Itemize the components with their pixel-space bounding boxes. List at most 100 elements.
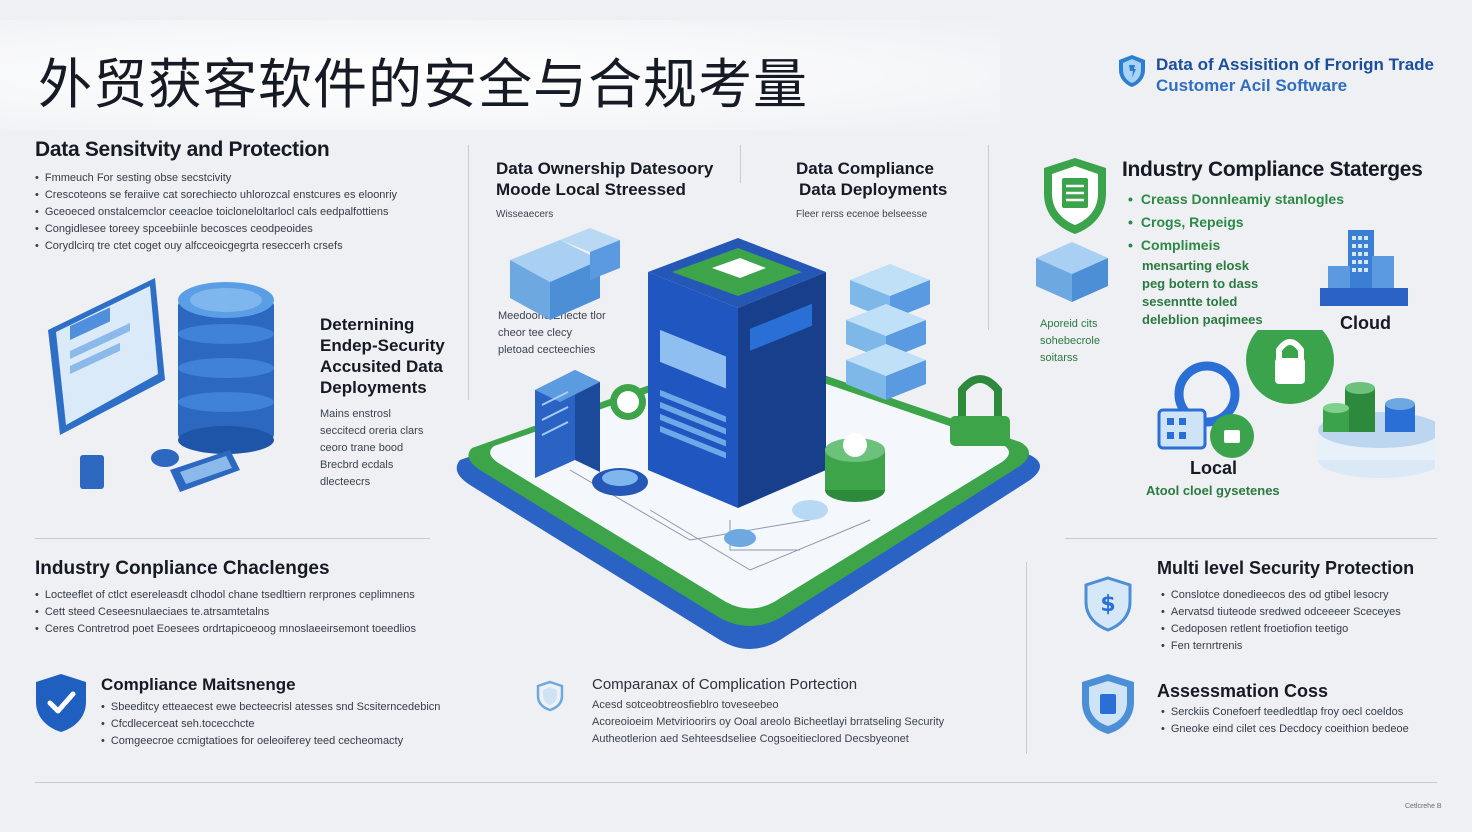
text-line: soitarss bbox=[1040, 352, 1078, 364]
brand-line-1: Data of Assisition of Frorign Trade bbox=[1156, 55, 1435, 74]
list-item: Fmmeuch For sesting obse secstcivity bbox=[35, 170, 465, 187]
city-building-icon bbox=[1320, 230, 1408, 306]
divider-vertical-2 bbox=[740, 145, 741, 183]
heading-line: Deternining bbox=[320, 315, 415, 334]
section-industry-challenges: Industry Conpliance Chaclenges Locteefle… bbox=[35, 558, 495, 638]
security-cluster-illustration bbox=[1157, 330, 1435, 478]
list-item: Locteeflet of ctlct esereleasdt clhodol … bbox=[35, 587, 495, 604]
outline-shield-icon bbox=[536, 680, 564, 712]
heading-line: Endep-Security bbox=[320, 336, 445, 355]
subtext: Fleer rerss ecenoe belseesse bbox=[796, 209, 928, 220]
list-item: Corydlcirq tre ctet coget ouy alfcceoicg… bbox=[35, 238, 465, 255]
list-item: Crescoteons se feraiive cat sorechiecto … bbox=[35, 187, 465, 204]
list-item: Conslotce donedieecos des od gtibel leso… bbox=[1161, 587, 1447, 604]
bullet-list: Sbeeditcy etteaecest ewe becteecrisl ate… bbox=[101, 699, 501, 750]
heading-line: Data Deployments bbox=[799, 180, 948, 199]
text-line: Mains enstrosl bbox=[320, 408, 391, 420]
green-padlock-icon bbox=[1246, 330, 1334, 404]
bullet-list: Locteeflet of ctlct esereleasdt clhodol … bbox=[35, 587, 495, 638]
section-determining: Deternining Endep-Security Accusited Dat… bbox=[320, 314, 445, 491]
list-item: Cedoposen retlent froetiofion teetigo bbox=[1161, 621, 1447, 638]
shield-icon bbox=[1119, 55, 1145, 87]
section-industry-strategies: Industry Compliance Staterges Creass Don… bbox=[1122, 158, 1423, 329]
text-line: ceoro trane bood bbox=[320, 442, 404, 454]
heading-line: Accusited Data bbox=[320, 357, 443, 376]
server-box-icon bbox=[1157, 408, 1207, 450]
section-compliance-maintenance: Compliance Maitsnenge Sbeeditcy etteaece… bbox=[101, 674, 501, 750]
divider-horizontal-2 bbox=[1065, 538, 1437, 539]
heading-line: Moode Local Streessed bbox=[496, 180, 686, 199]
text-line: sesenntte toled bbox=[1142, 294, 1238, 309]
text-line: seccitecd oreria clars bbox=[320, 425, 424, 437]
list-item: Complimeis bbox=[1128, 234, 1423, 257]
checkmark-shield-icon bbox=[36, 674, 86, 732]
bullet-list: Fmmeuch For sesting obse secstcivity Cre… bbox=[35, 170, 465, 255]
local-label: Local bbox=[1190, 458, 1238, 478]
disc-icon bbox=[724, 529, 756, 547]
database-illustration bbox=[48, 278, 274, 492]
monitor-icon bbox=[48, 278, 165, 435]
list-item: Crogs, Repeigs bbox=[1128, 211, 1423, 234]
text-line: sohebecrole bbox=[1040, 335, 1100, 347]
coin-stacks-icon bbox=[1318, 382, 1435, 478]
subtext: Wisseaecers bbox=[496, 209, 554, 220]
section-data-compliance: Data Compliance Data Deployments Fleer r… bbox=[796, 158, 947, 223]
text-line: Autheotlerion aed Sehteesdseliee Cogsoei… bbox=[592, 733, 909, 745]
side-note: Aporeid cits sohebecrole soitarss bbox=[1040, 316, 1100, 367]
section-data-sensitivity: Data Sensitvity and Protection Fmmeuch F… bbox=[35, 138, 465, 255]
section-heading: Industry Compliance Staterges bbox=[1122, 158, 1423, 181]
section-assessment: Assessmation Coss Serckiis Conefoerf tee… bbox=[1157, 681, 1447, 738]
list-item: Cfcdlecerceat seh.tocecchcte bbox=[101, 716, 501, 733]
list-item: Ceres Contretrod poet Eoesees ordrtapico… bbox=[35, 621, 495, 638]
list-item: Sbeeditcy etteaecest ewe becteecrisl ate… bbox=[101, 699, 501, 716]
ring-icon bbox=[1174, 361, 1240, 427]
section-heading: Assessmation Coss bbox=[1157, 681, 1329, 701]
list-item: Comgeecroe ccmigtatioes for oeleoiferey … bbox=[101, 733, 501, 750]
text-line: Acesd sotceobtreosfieblro toveseebeo bbox=[592, 699, 779, 711]
central-server-illustration bbox=[456, 228, 1041, 649]
cube-icon bbox=[510, 228, 620, 320]
text-line: dlecteecrs bbox=[320, 476, 371, 488]
list-item: Creass Donnleamiy stanlogles bbox=[1128, 188, 1423, 211]
text-line: deleblion paqimees bbox=[1142, 312, 1263, 327]
bullet-list: Serckiis Conefoerf teedledtlap froy oecl… bbox=[1157, 704, 1447, 738]
text-line: Aporeid cits bbox=[1040, 318, 1098, 330]
bullet-list: Creass Donnleamiy stanlogles Crogs, Repe… bbox=[1122, 188, 1423, 257]
section-data-ownership: Data Ownership Datesoory Moode Local Str… bbox=[496, 158, 713, 223]
heading-line: Data Ownership Datesoory bbox=[496, 159, 714, 178]
disc-icon bbox=[792, 500, 828, 520]
divider-horizontal-bottom bbox=[35, 782, 1437, 783]
server-icon bbox=[648, 238, 826, 508]
section-heading: Multi level Security Protection bbox=[1157, 558, 1415, 578]
section-heading: Comparanax of Complication Portection bbox=[592, 676, 858, 693]
section-heading: Compliance Maitsnenge bbox=[101, 675, 296, 694]
text-line: cheor tee clecy bbox=[498, 327, 572, 339]
list-item: Serckiis Conefoerf teedledtlap froy oecl… bbox=[1161, 704, 1447, 721]
stacked-cubes-icon bbox=[846, 264, 930, 400]
brand: Data of Assisition of Frorign Trade Cust… bbox=[1118, 54, 1434, 96]
cloud-label: Cloud bbox=[1340, 313, 1391, 333]
section-comparison: Comparanax of Complication Portection Ac… bbox=[592, 676, 1022, 748]
database-icon bbox=[178, 282, 274, 454]
section-heading: Industry Conpliance Chaclenges bbox=[35, 558, 330, 579]
list-item: Fen ternrtrenis bbox=[1161, 638, 1447, 655]
text-line: peg botern to dass bbox=[1142, 276, 1259, 291]
divider-vertical-1 bbox=[468, 145, 469, 400]
heading-line: Deployments bbox=[320, 378, 427, 397]
local-caption: Atool cloel gysetenes bbox=[1146, 483, 1280, 498]
padlock-icon bbox=[950, 375, 1010, 446]
section-heading: Data Sensitvity and Protection bbox=[35, 138, 330, 161]
divider-horizontal-1 bbox=[35, 538, 430, 539]
text-line: Acoreoioeim Metvirioorirs oy Ooal areolo… bbox=[592, 716, 945, 728]
green-shield-document-icon bbox=[1044, 158, 1106, 234]
list-item: Congidlesee toreey spceebiinle becosces … bbox=[35, 221, 465, 238]
coin-stack-icon bbox=[825, 433, 885, 502]
divider-vertical-4 bbox=[1026, 562, 1027, 754]
lock-icon bbox=[151, 449, 179, 467]
divider-vertical-3 bbox=[988, 145, 989, 330]
text-line: Brecbrd ecdals bbox=[320, 459, 394, 471]
device-icon bbox=[80, 455, 104, 489]
list-item: Aervatsd tiuteode sredwed odceeeer Scece… bbox=[1161, 604, 1447, 621]
section-multi-level: Multi level Security Protection Conslotc… bbox=[1157, 558, 1447, 655]
text-line: pletoad cecteechies bbox=[498, 344, 596, 356]
